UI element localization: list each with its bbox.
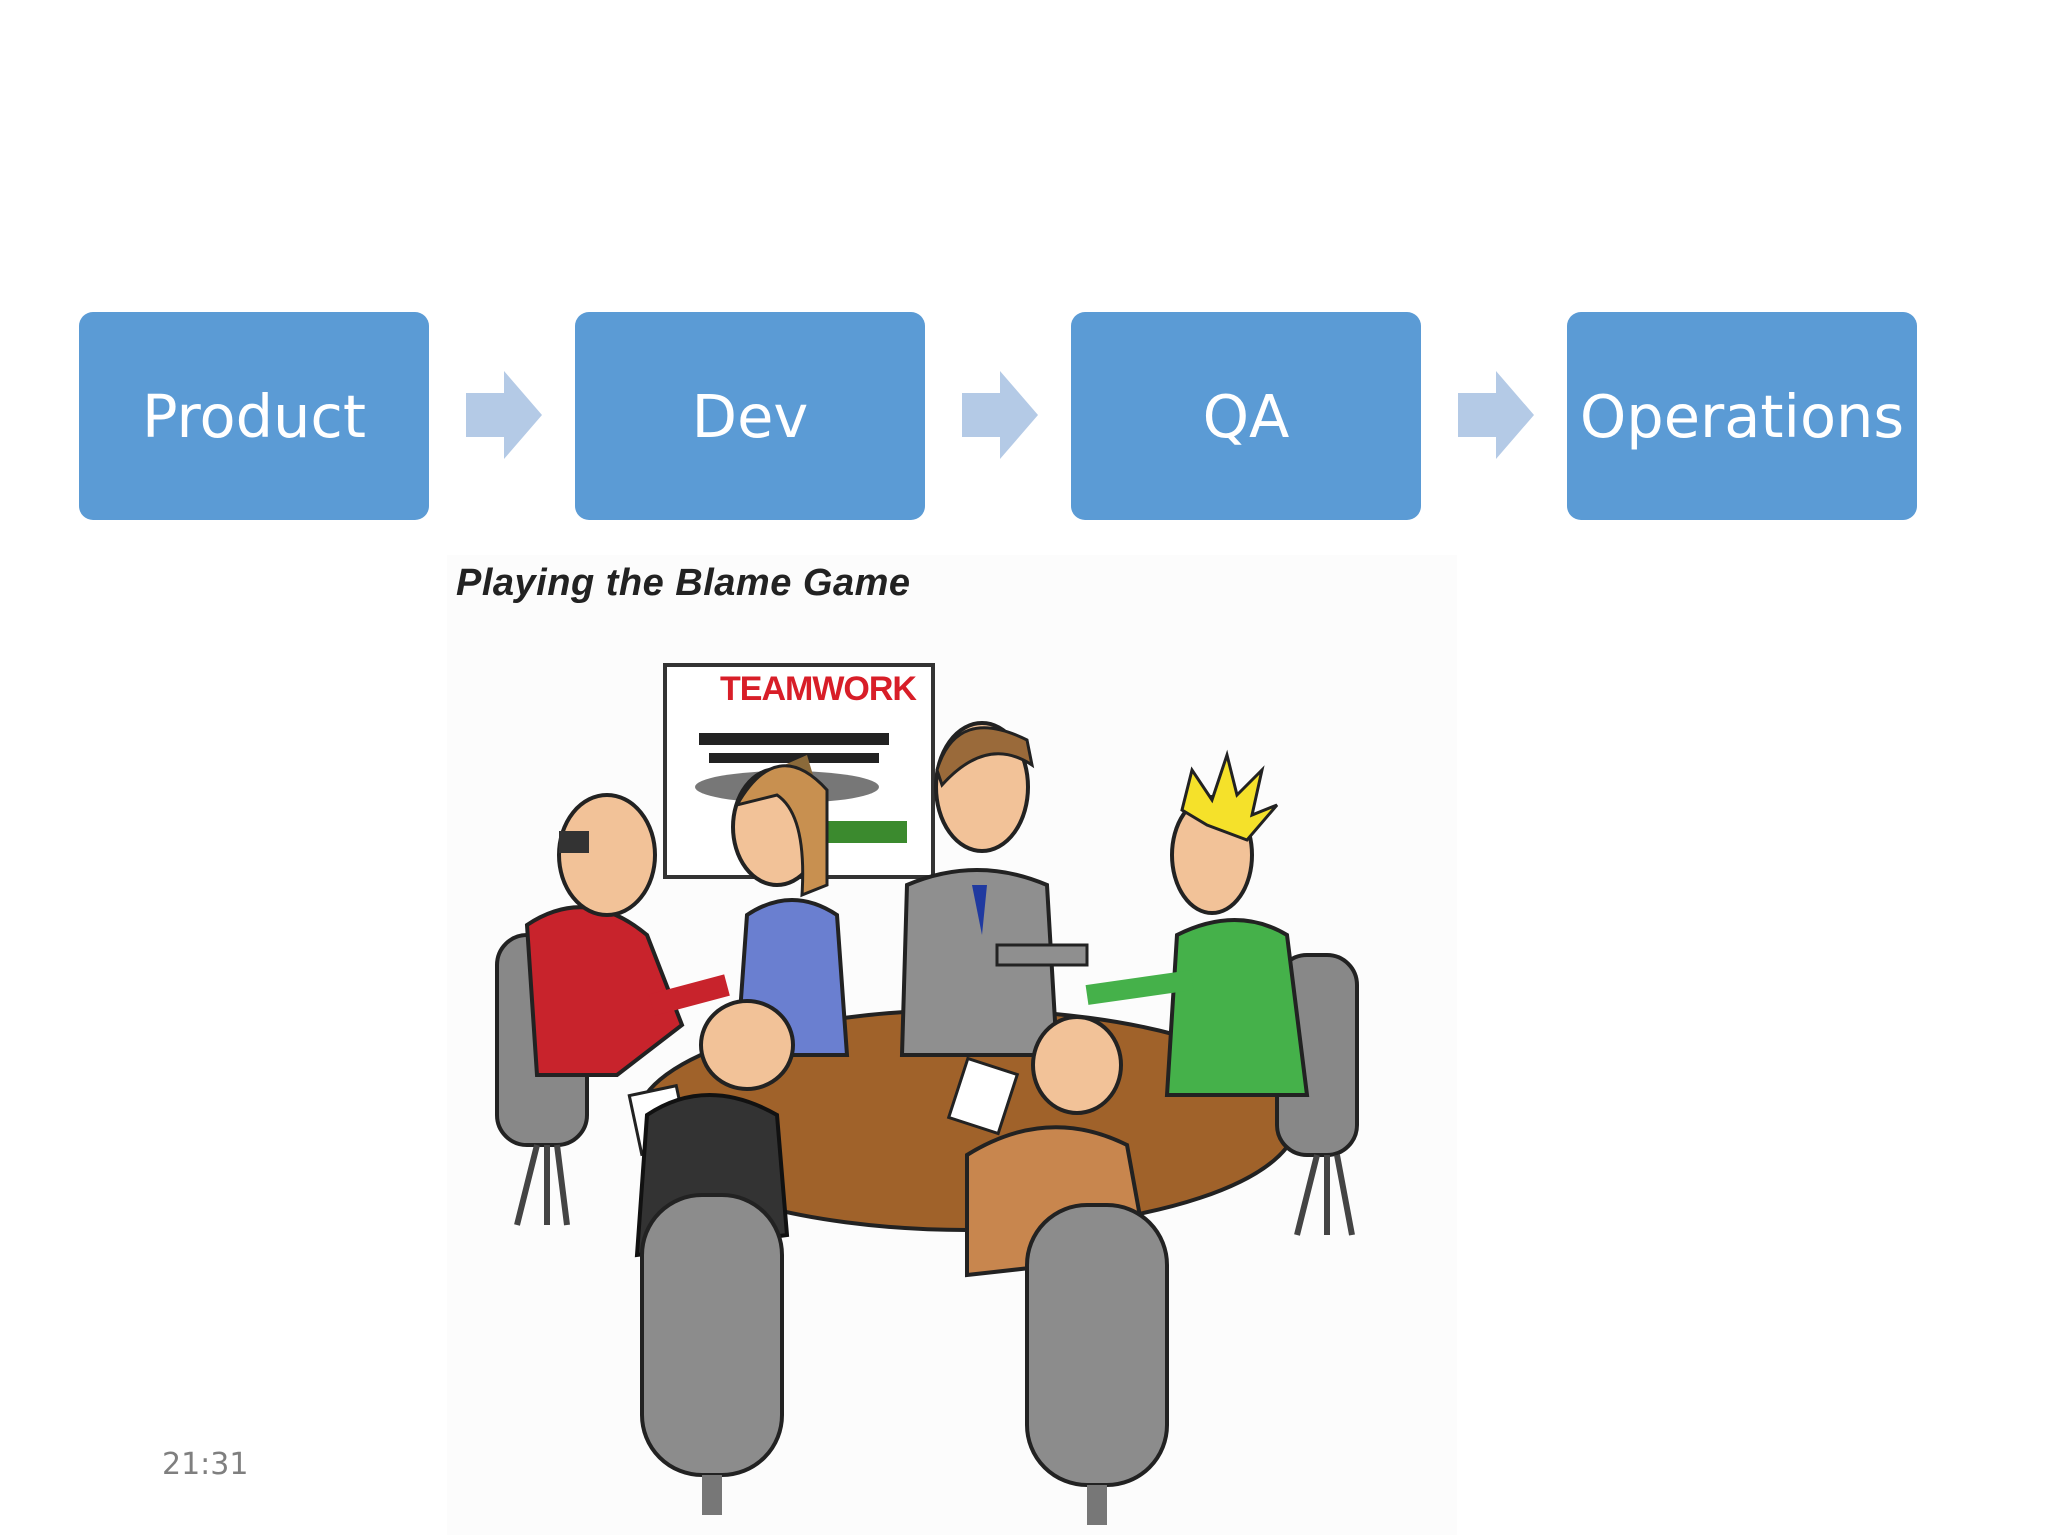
cartoon-caption: Playing the Blame Game — [456, 562, 911, 604]
slide-timestamp: 21:31 — [162, 1447, 249, 1482]
right-arrow-icon — [466, 371, 542, 459]
flow-step-operations: Operations — [1567, 312, 1917, 520]
flow-step-qa: QA — [1071, 312, 1421, 520]
flow-step-product: Product — [79, 312, 429, 520]
flow-step-label: Dev — [691, 381, 809, 451]
blame-game-cartoon — [447, 555, 1457, 1535]
right-arrow-icon — [962, 371, 1038, 459]
flow-step-label: QA — [1202, 381, 1290, 451]
flow-step-label: Product — [141, 381, 366, 451]
flow-step-dev: Dev — [575, 312, 925, 520]
poster-title: TEAMWORK — [720, 670, 917, 708]
right-arrow-icon — [1458, 371, 1534, 459]
flow-step-label: Operations — [1579, 381, 1905, 451]
